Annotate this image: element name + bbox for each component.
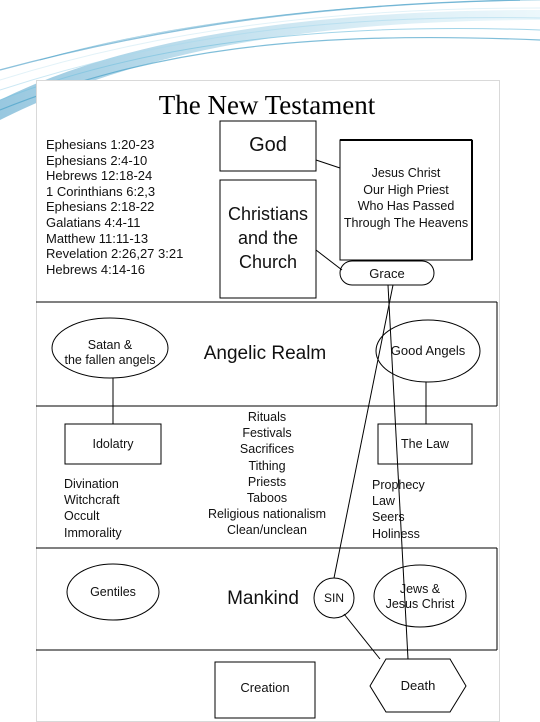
religion-item: Rituals	[247, 410, 287, 424]
jews-label: Jews & Jesus Christ	[374, 582, 466, 612]
reference-item: Ephesians 2:18-22	[46, 199, 155, 215]
religion-item: Sacrifices	[239, 442, 295, 457]
mankind-label: Mankind	[227, 588, 299, 609]
idolatry-item: Divination	[64, 477, 119, 491]
reference-item: Hebrews 12:18-24	[46, 168, 153, 184]
jesus-line: Who Has Passed	[357, 199, 455, 213]
reference-item: Ephesians 2:4-10	[46, 152, 148, 168]
jesus-line: Our High Priest	[363, 182, 449, 197]
idolatry-item: Immorality	[64, 525, 122, 540]
god-box	[219, 120, 317, 172]
law-list: Prophecy Law Seers Holiness	[372, 477, 425, 542]
religion-item: Clean/unclean	[227, 523, 307, 538]
religion-item: Taboos	[246, 491, 288, 506]
god-label: God	[249, 134, 287, 156]
jews-ellipse	[373, 564, 467, 628]
idolatry-item: Witchcraft	[64, 493, 120, 508]
sin-label: SIN	[323, 591, 344, 605]
grace-sin-connector	[333, 284, 394, 579]
law-item: Seers	[372, 510, 405, 525]
good-angels-ellipse	[375, 319, 481, 383]
angelic-realm-label: Angelic Realm	[203, 343, 327, 364]
law-label: The Law	[401, 437, 449, 451]
jesus-label: Jesus Christ Our High Priest Who Has Pas…	[336, 165, 476, 231]
church-line: Church	[238, 252, 298, 272]
church-grace-connector	[315, 249, 343, 271]
reference-item: Matthew 11:11-13	[46, 230, 149, 246]
reference-item: Ephesians 1:20-23	[46, 137, 155, 152]
jews-line: Jews &	[399, 582, 441, 596]
religion-list: Rituals Festivals Sacrifices Tithing Pri…	[196, 409, 338, 539]
page-title: The New Testament	[158, 90, 376, 120]
grace-label: Grace	[369, 266, 405, 281]
death-label: Death	[400, 678, 436, 693]
gentiles-ellipse	[66, 563, 160, 621]
religion-item: Religious nationalism	[207, 507, 327, 522]
jesus-line: Jesus Christ	[371, 166, 441, 180]
reference-item: 1 Corinthians 6:2,3	[46, 183, 156, 199]
satan-label: Satan & the fallen angels	[52, 338, 168, 368]
reference-item: Hebrews 4:14-16	[46, 261, 145, 277]
religion-item: Tithing	[248, 458, 286, 473]
satan-line: Satan &	[87, 338, 133, 352]
grace-death-connector	[387, 284, 409, 660]
idolatry-item: Occult	[64, 509, 100, 524]
death-hexagon	[369, 658, 467, 713]
jews-line: Jesus Christ	[385, 597, 455, 611]
creation-label: Creation	[240, 680, 290, 695]
law-item: Law	[372, 494, 395, 509]
church-line: and the	[237, 228, 299, 248]
creation-box	[214, 661, 316, 719]
god-jesus-connector	[315, 159, 341, 169]
satan-line: the fallen angels	[64, 353, 156, 367]
idolatry-list: Divination Witchcraft Occult Immorality	[64, 476, 122, 541]
church-box	[219, 179, 317, 299]
law-item: Holiness	[372, 526, 420, 541]
sin-death-connector	[343, 613, 381, 660]
gentiles-label: Gentiles	[90, 585, 136, 599]
religion-item: Priests	[247, 474, 287, 489]
good-angels-label: Good Angels	[390, 343, 466, 358]
law-item: Prophecy	[372, 478, 425, 492]
reference-item: Revelation 2:26,27 3:21	[46, 246, 184, 262]
reference-item: Galatians 4:4-11	[46, 214, 141, 230]
religion-item: Festivals	[242, 426, 292, 441]
church-line: Christians	[227, 204, 309, 224]
satan-ellipse	[51, 317, 169, 379]
church-label: Christians and the Church	[220, 202, 316, 274]
grace-pill	[339, 260, 435, 286]
idolatry-box	[64, 423, 162, 465]
idolatry-label: Idolatry	[92, 437, 134, 451]
jesus-line: Through The Heavens	[343, 215, 469, 230]
law-box	[377, 423, 473, 465]
scripture-references: Ephesians 1:20-23 Ephesians 2:4-10 Hebre…	[46, 137, 221, 277]
